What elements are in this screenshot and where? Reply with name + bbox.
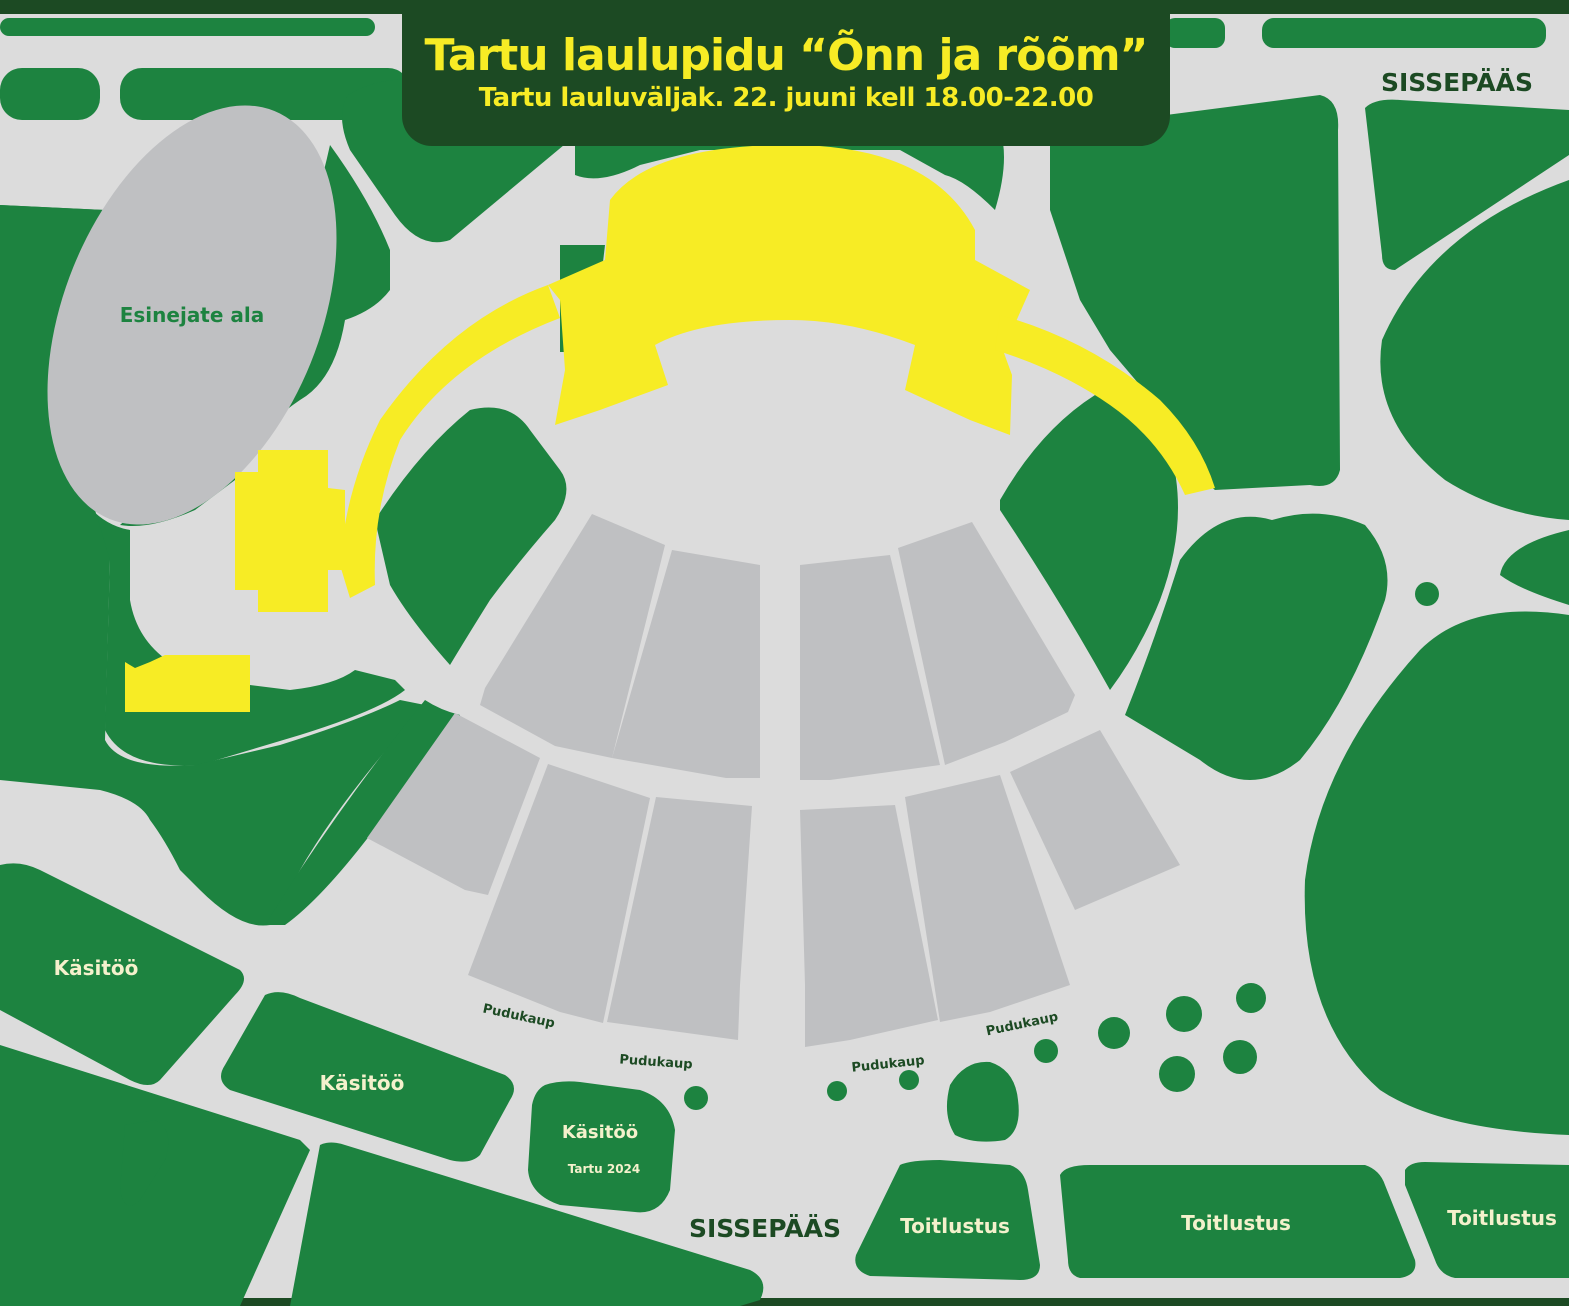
- park-top-block: [120, 68, 410, 120]
- park-right-mid: [1125, 513, 1388, 780]
- park-left-lower: [0, 205, 425, 926]
- tree-dot: [1236, 983, 1266, 1013]
- seating-sector: [898, 522, 1075, 765]
- park-top-left-block: [0, 68, 100, 120]
- park-food-3: [1405, 1162, 1569, 1278]
- park-right-bottom: [1304, 611, 1569, 1135]
- seating-sector: [480, 514, 665, 758]
- tree-dot: [1415, 582, 1439, 606]
- stage-building-left: [235, 450, 345, 612]
- label-food-2: Toitlustus: [1181, 1211, 1291, 1235]
- seating-sector: [468, 764, 650, 1023]
- label-entrance-bottom: SISSEPÄÄS: [689, 1213, 841, 1243]
- label-handicraft-2: Käsitöö: [320, 1071, 405, 1095]
- park-right-lobe: [1380, 180, 1569, 520]
- performers-area: [47, 105, 337, 525]
- seating-sector: [1010, 730, 1180, 910]
- label-handicraft-3: Käsitöö: [562, 1122, 638, 1143]
- park-blob: [946, 1061, 1019, 1142]
- park-top-right-strip-a: [1165, 18, 1225, 48]
- park-right-center: [1050, 95, 1340, 490]
- park-bottom-left-4: [120, 1120, 169, 1206]
- park-right-edge: [1500, 530, 1569, 605]
- title-banner: Tartu laulupidu “Õnn ja rõõm” Tartu laul…: [402, 10, 1170, 146]
- tree-dot: [1223, 1040, 1257, 1074]
- seating-sector: [612, 550, 760, 778]
- park-bottom-left-1: [0, 863, 244, 1085]
- park-left-wedge: [265, 700, 460, 925]
- stage-structures: [125, 145, 1215, 712]
- seating-sector: [800, 805, 938, 1047]
- page-subtitle: Tartu lauluväljak. 22. juuni kell 18.00-…: [478, 83, 1094, 113]
- seating-sectors: [367, 514, 1180, 1047]
- label-performers-area: Esinejate ala: [120, 303, 265, 327]
- park-top-center: [575, 125, 1004, 210]
- park-handicraft-tartu: [528, 1081, 675, 1213]
- stage-shell: [548, 145, 1030, 435]
- park-bottom-left-5: [290, 1142, 764, 1306]
- tree-dot: [1166, 996, 1202, 1032]
- tree-dot: [899, 1070, 919, 1090]
- park-top-left-strip: [0, 18, 375, 36]
- stage-building-small: [125, 655, 250, 712]
- seating-sector: [905, 775, 1070, 1022]
- label-handicraft-3-sub: Tartu 2024: [568, 1162, 641, 1176]
- walkway-left: [340, 285, 560, 598]
- tree-dot: [1159, 1056, 1195, 1092]
- label-handicraft-1: Käsitöö: [54, 956, 139, 980]
- tree-dot: [1098, 1017, 1130, 1049]
- seating-sector: [607, 797, 752, 1040]
- park-right-top: [1365, 99, 1569, 271]
- park-stage-right: [1000, 395, 1178, 690]
- label-food-3: Toitlustus: [1447, 1206, 1557, 1230]
- bottom-border: [0, 1298, 1569, 1306]
- tree-dot: [684, 1086, 708, 1110]
- tree-dot: [1034, 1039, 1058, 1063]
- park-areas: [0, 18, 1569, 1306]
- page-title: Tartu laulupidu “Õnn ja rõõm”: [424, 30, 1149, 81]
- tree-dots: [684, 582, 1439, 1110]
- park-top-right-strip-b: [1262, 18, 1546, 48]
- seating-sector: [367, 713, 540, 895]
- tree-dot: [827, 1081, 847, 1101]
- park-food-2: [1060, 1165, 1416, 1278]
- park-stage-left: [375, 407, 567, 665]
- label-candy-2: Pudukaup: [619, 1052, 693, 1072]
- park-bottom-left-2: [221, 992, 514, 1162]
- walkway-right: [995, 315, 1215, 495]
- park-food-1: [855, 1160, 1040, 1280]
- seating-sector: [800, 555, 940, 780]
- label-food-1: Toitlustus: [900, 1214, 1010, 1238]
- top-border: [0, 0, 1569, 14]
- label-entrance-top: SISSEPÄÄS: [1381, 67, 1533, 97]
